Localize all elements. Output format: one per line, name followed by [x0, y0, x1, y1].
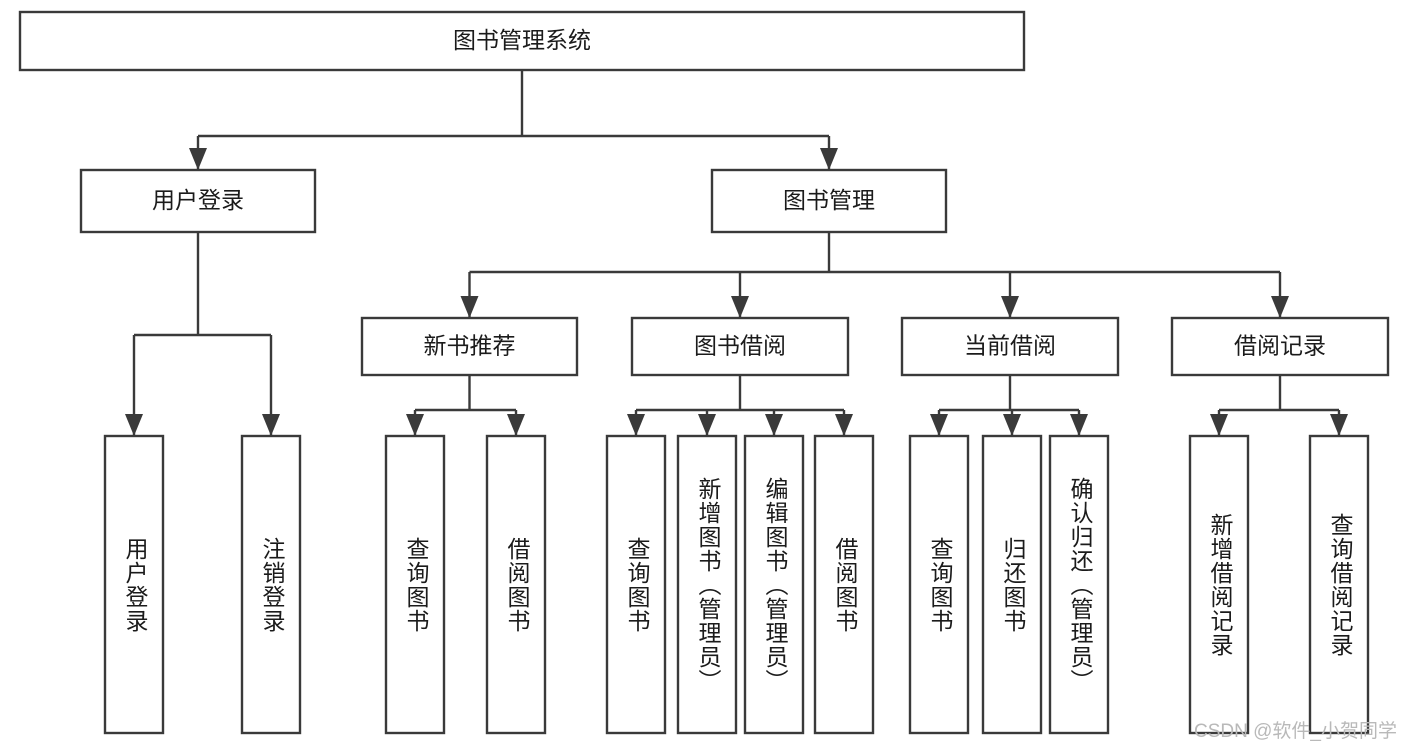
node-leaf[interactable] [981, 434, 1043, 735]
connectors-layer [125, 70, 1348, 436]
node-level3[interactable] [630, 316, 850, 377]
node-level3[interactable] [900, 316, 1120, 377]
node-level2[interactable] [710, 168, 948, 234]
watermark-text: CSDN @软件_小贺同学 [1194, 721, 1397, 742]
node-leaf[interactable] [103, 434, 165, 735]
arrow-head-icon [1070, 414, 1088, 436]
node-label: 图书借阅 [694, 333, 786, 359]
arrow-head-icon [125, 414, 143, 436]
node-label: 借阅记录 [1234, 333, 1326, 359]
node-level3[interactable] [1170, 316, 1390, 377]
node-leaf[interactable] [605, 434, 667, 735]
node-label: 新书推荐 [424, 333, 516, 359]
arrow-head-icon [1001, 296, 1019, 318]
arrow-head-icon [1330, 414, 1348, 436]
boxes-layer [18, 10, 1390, 735]
node-root[interactable] [18, 10, 1026, 72]
node-label: 当前借阅 [964, 333, 1056, 359]
arrow-head-icon [460, 296, 479, 318]
arrow-head-icon [731, 296, 749, 318]
node-leaf[interactable] [743, 434, 805, 735]
node-leaf[interactable] [1308, 434, 1370, 735]
arrow-head-icon [189, 148, 207, 170]
node-leaf[interactable] [676, 434, 738, 735]
arrow-head-icon [1003, 414, 1021, 436]
arrow-head-icon [1271, 296, 1289, 318]
node-leaf[interactable] [1048, 434, 1110, 735]
node-leaf[interactable] [384, 434, 446, 735]
node-label: 用户登录 [152, 187, 244, 213]
node-leaf[interactable] [908, 434, 970, 735]
node-leaf[interactable] [240, 434, 302, 735]
arrow-head-icon [507, 414, 525, 436]
arrow-head-icon [627, 414, 645, 436]
arrow-head-icon [765, 414, 783, 436]
node-level2[interactable] [79, 168, 317, 234]
arrow-head-icon [930, 414, 948, 436]
arrow-head-icon [262, 414, 280, 436]
arrow-head-icon [406, 414, 424, 436]
arrow-head-icon [698, 414, 716, 436]
arrow-head-icon [820, 148, 838, 170]
node-leaf[interactable] [813, 434, 875, 735]
arrow-head-icon [1210, 414, 1228, 436]
arrow-head-icon [835, 414, 853, 436]
node-leaf[interactable] [485, 434, 547, 735]
node-label: 图书管理系统 [453, 27, 591, 53]
node-label: 图书管理 [783, 187, 875, 213]
node-level3[interactable] [360, 316, 579, 377]
node-leaf[interactable] [1188, 434, 1250, 735]
